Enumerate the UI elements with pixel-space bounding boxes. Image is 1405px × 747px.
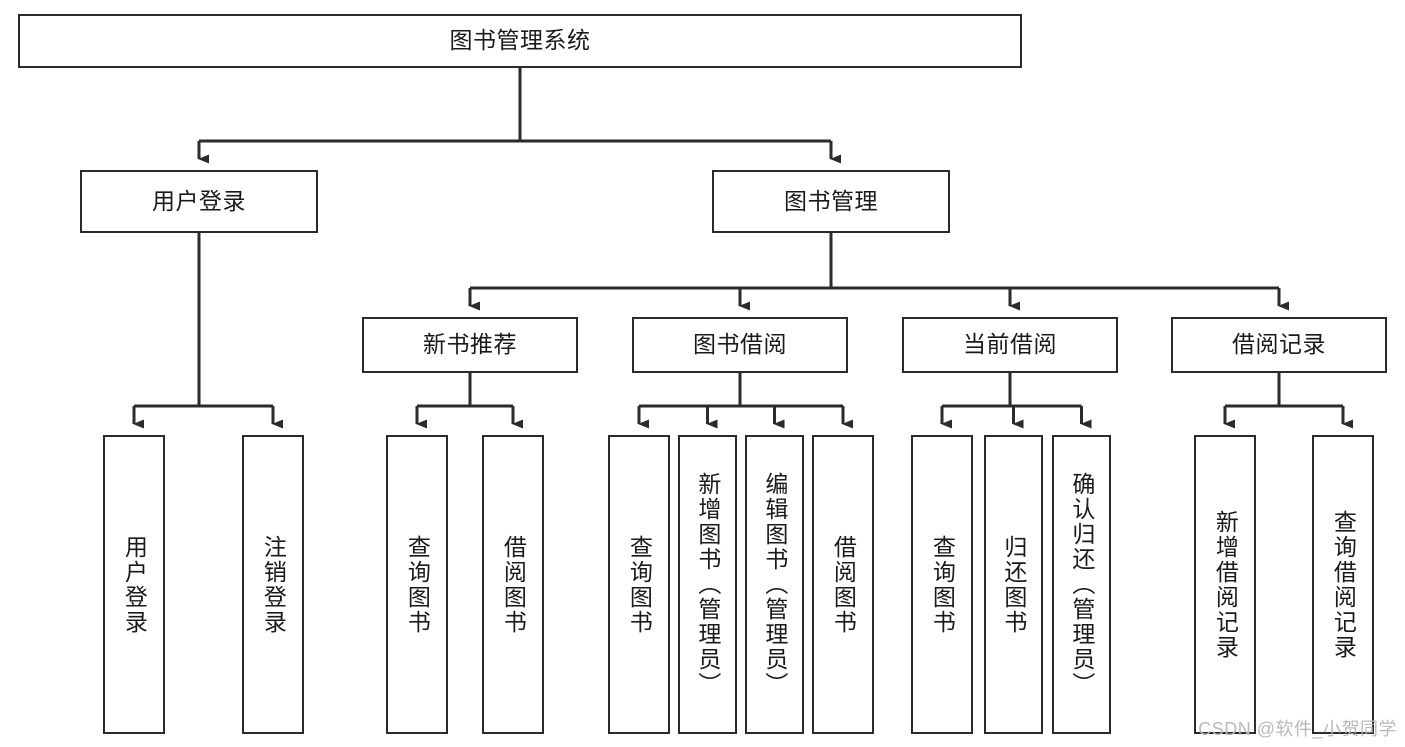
node-label: 查询借阅记录 (1330, 509, 1357, 660)
node-leaf-bk-query[interactable]: 查询图书 (608, 435, 670, 734)
node-l3-borrow[interactable]: 图书借阅 (632, 317, 848, 373)
node-label: 借阅图书 (830, 534, 857, 635)
node-leaf-bk-borrow[interactable]: 借阅图书 (812, 435, 874, 734)
node-leaf-nb-query[interactable]: 查询图书 (386, 435, 448, 734)
node-leaf-rc-add[interactable]: 新增借阅记录 (1194, 435, 1256, 734)
node-leaf-cb-return[interactable]: 归还图书 (984, 435, 1043, 734)
node-l2-book[interactable]: 图书管理 (712, 170, 950, 233)
node-label: 当前借阅 (963, 331, 1057, 358)
node-label: 新增图书（管理员） (694, 472, 721, 697)
node-leaf-bk-edit[interactable]: 编辑图书（管理员） (745, 435, 804, 734)
node-label: 查询图书 (626, 534, 653, 635)
node-label: 借阅记录 (1232, 331, 1326, 358)
node-label: 图书借阅 (693, 331, 787, 358)
node-label: 查询图书 (929, 534, 956, 635)
node-l2-user[interactable]: 用户登录 (80, 170, 318, 233)
node-l3-newbook[interactable]: 新书推荐 (362, 317, 578, 373)
node-label: 借阅图书 (500, 534, 527, 635)
node-l3-current[interactable]: 当前借阅 (902, 317, 1118, 373)
node-leaf-user-logout[interactable]: 注销登录 (242, 435, 304, 734)
node-label: 编辑图书（管理员） (761, 472, 788, 697)
node-leaf-cb-confirm[interactable]: 确认归还（管理员） (1052, 435, 1111, 734)
node-label: 查询图书 (404, 534, 431, 635)
node-label: 用户登录 (121, 534, 148, 635)
node-root[interactable]: 图书管理系统 (18, 14, 1022, 68)
node-leaf-rc-query[interactable]: 查询借阅记录 (1312, 435, 1374, 734)
node-l3-record[interactable]: 借阅记录 (1171, 317, 1387, 373)
node-label: 新书推荐 (423, 331, 517, 358)
node-label: 确认归还（管理员） (1068, 472, 1095, 697)
node-leaf-cb-query[interactable]: 查询图书 (911, 435, 973, 734)
node-label: 用户登录 (152, 187, 246, 214)
node-label: 注销登录 (260, 534, 287, 635)
node-label: 归还图书 (1000, 534, 1027, 635)
node-label: 图书管理 (784, 187, 878, 214)
node-leaf-user-login[interactable]: 用户登录 (103, 435, 165, 734)
node-leaf-bk-add[interactable]: 新增图书（管理员） (678, 435, 737, 734)
csdn-watermark: CSDN @软件_小贺同学 (1198, 719, 1397, 739)
node-label: 新增借阅记录 (1212, 509, 1239, 660)
node-label: 图书管理系统 (449, 27, 591, 54)
node-leaf-nb-borrow[interactable]: 借阅图书 (482, 435, 544, 734)
